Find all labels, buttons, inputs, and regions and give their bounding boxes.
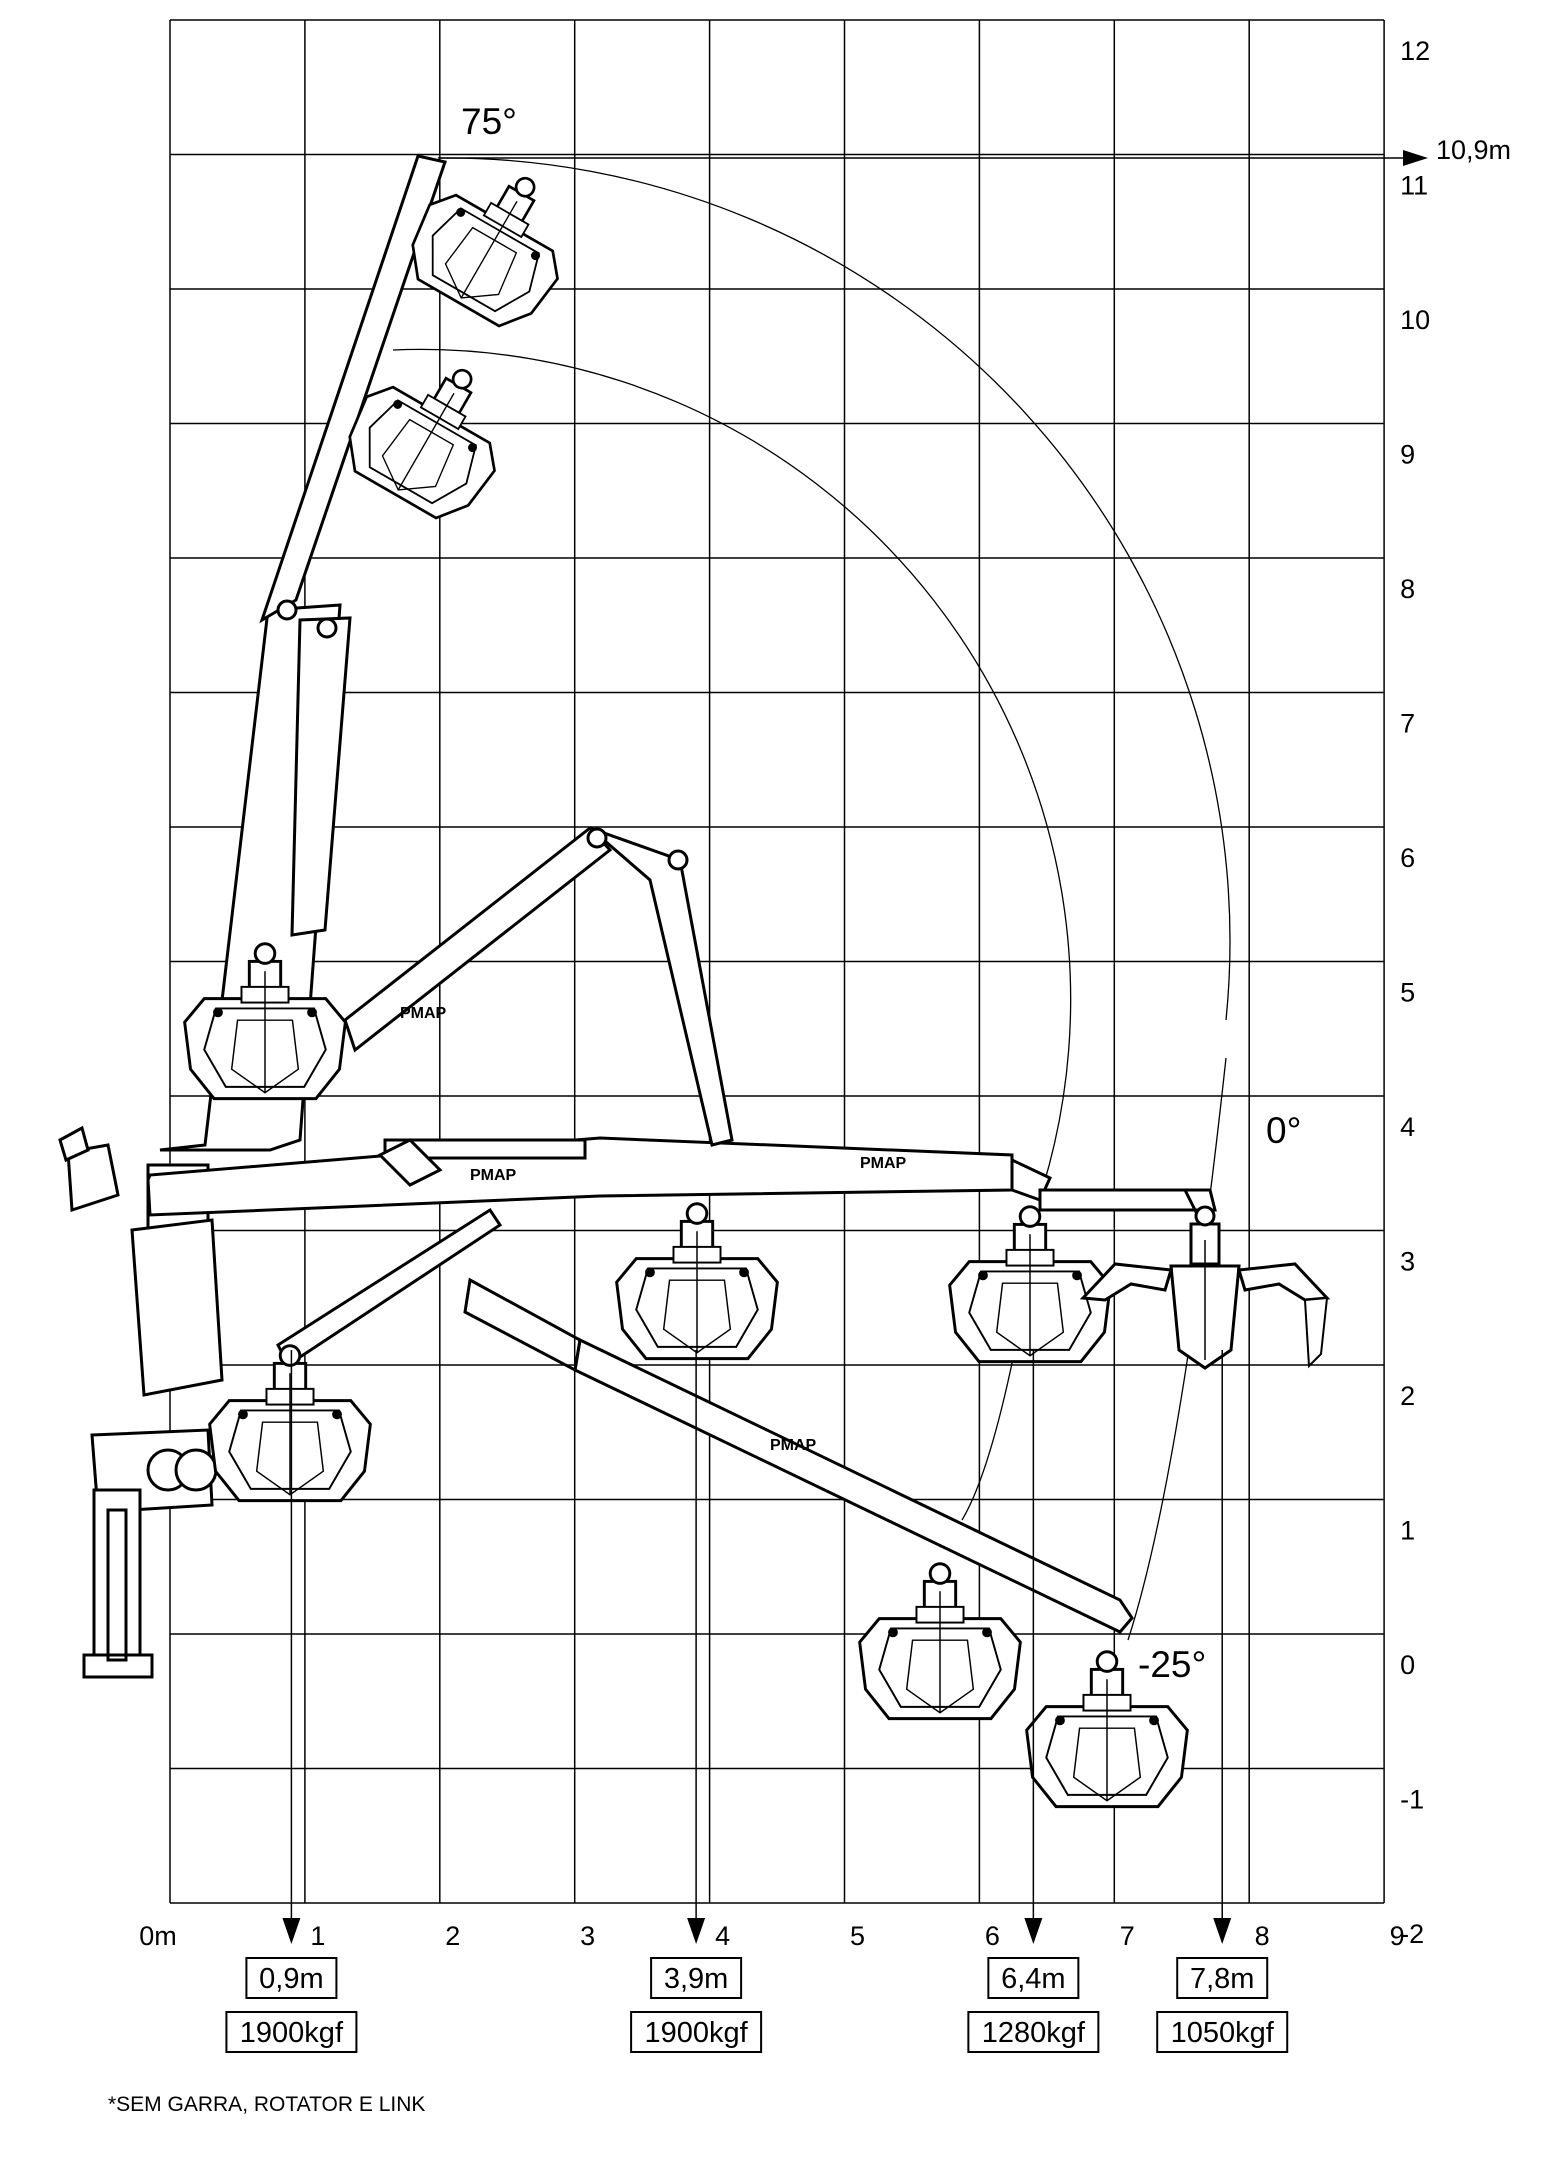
reach-value: 0,9m: [259, 1963, 323, 1995]
angle-label-bottom: -25°: [1138, 1644, 1206, 1685]
boom-folded-mid: PMAP: [343, 825, 734, 1147]
y-tick-label: 11: [1400, 171, 1428, 201]
reach-marker: 0,9m 1900kgf: [225, 1350, 358, 2053]
reach-arrow: [687, 1918, 706, 1944]
reach-value: 3,9m: [664, 1963, 728, 1995]
y-tick-label: 4: [1400, 1112, 1415, 1142]
boom-level: PMAP PMAP: [146, 1136, 1217, 1241]
reach-arrow: [282, 1918, 301, 1944]
reach-value: 7,8m: [1190, 1963, 1254, 1995]
x-tick-label: 2: [445, 1921, 460, 1951]
x-tick-label: 0m: [139, 1921, 177, 1951]
y-tick-label: 2: [1400, 1381, 1415, 1411]
y-tick-label: 1: [1400, 1516, 1415, 1546]
boom-logo-lower: PMAP: [770, 1437, 817, 1454]
y-tick-label: 5: [1400, 978, 1415, 1008]
y-tick-label: 0: [1400, 1650, 1415, 1680]
grid: [169, 19, 1385, 1904]
x-tick-label: 9: [1390, 1921, 1405, 1951]
reach-marker: 7,8m 1050kgf: [1156, 1350, 1289, 2053]
max-height-marker: 10,9m: [438, 135, 1511, 166]
x-tick-label: 8: [1255, 1921, 1270, 1951]
angle-label-top: 75°: [461, 101, 517, 142]
x-tick-label: 1: [310, 1921, 325, 1951]
y-tick-label: 10: [1400, 305, 1430, 335]
y-tick-label: 8: [1400, 574, 1415, 604]
y-tick-label: -1: [1400, 1785, 1424, 1815]
reach-arcs: [392, 157, 1231, 1641]
angle-label-level: 0°: [1266, 1110, 1301, 1151]
load-value: 1900kgf: [645, 2017, 749, 2049]
boom-logo-tip: PMAP: [860, 1155, 907, 1172]
x-tick-label: 7: [1120, 1921, 1135, 1951]
boom-logo-level: PMAP: [470, 1167, 517, 1184]
crane-base: [58, 1125, 224, 1679]
y-tick-label: 6: [1400, 843, 1415, 873]
x-tick-label: 3: [580, 1921, 595, 1951]
load-value: 1280kgf: [982, 2017, 1086, 2049]
y-tick-label: 12: [1400, 36, 1430, 66]
load-value: 1050kgf: [1171, 2017, 1275, 2049]
reach-marker: 6,4m 1280kgf: [967, 1350, 1100, 2053]
x-tick-label: 4: [715, 1921, 730, 1951]
load-value: 1900kgf: [240, 2017, 344, 2049]
reach-markers: 0,9m 1900kgf 3,9m 1900kgf 6,4m 1280kgf 7,8m 105…: [225, 1350, 1289, 2053]
footnote: *SEM GARRA, ROTATOR E LINK: [108, 2093, 426, 2116]
boom-lower: PMAP: [276, 1207, 1134, 1634]
reach-arrow: [1213, 1918, 1232, 1944]
reach-value: 6,4m: [1001, 1963, 1065, 1995]
x-tick-label: 5: [850, 1921, 865, 1951]
reach-marker: 3,9m 1900kgf: [630, 1350, 763, 2053]
boom-logo-mid: PMAP: [400, 1005, 447, 1022]
reach-arrow: [1024, 1918, 1043, 1944]
y-tick-label: 7: [1400, 709, 1415, 739]
y-tick-label: 9: [1400, 440, 1415, 470]
x-tick-label: 6: [985, 1921, 1000, 1951]
y-tick-label: -2: [1400, 1919, 1424, 1949]
y-tick-label: 3: [1400, 1247, 1415, 1277]
max-height-label: 10,9m: [1436, 135, 1511, 165]
